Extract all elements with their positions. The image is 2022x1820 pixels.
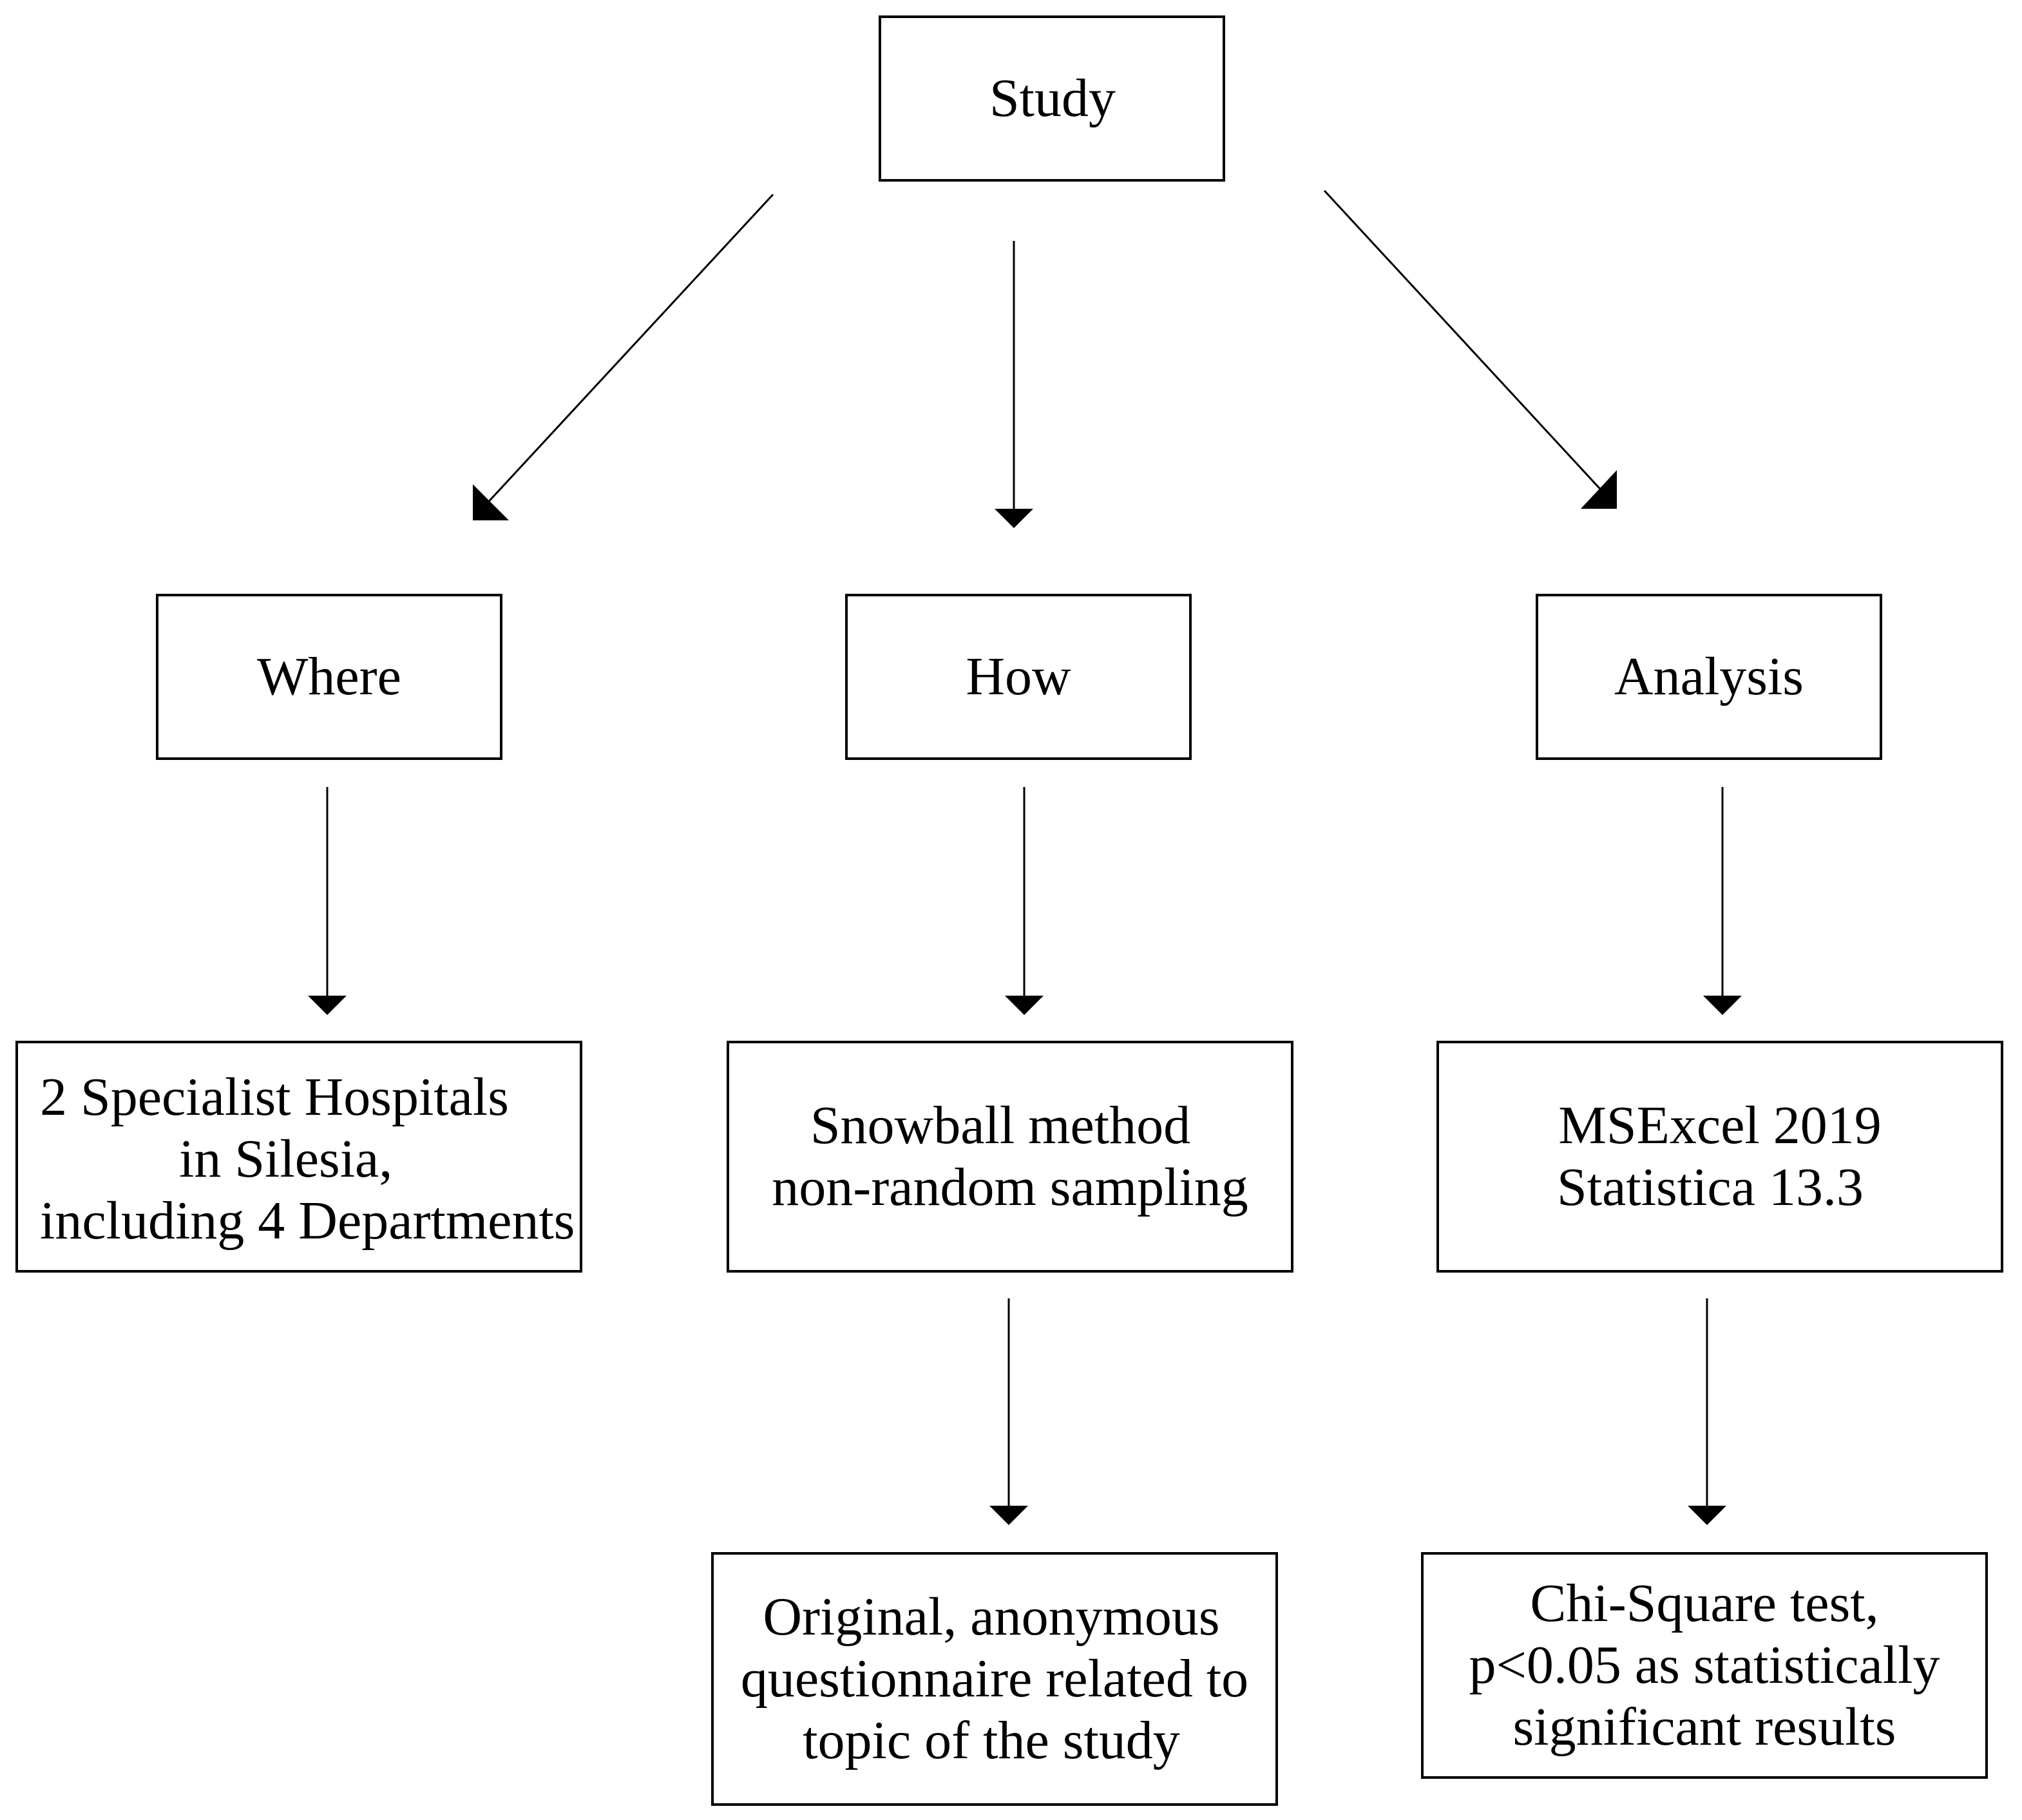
how-sub-detail-line-2: questionnaire related to bbox=[740, 1649, 1249, 1709]
how-label: How bbox=[966, 647, 1071, 706]
arrow-how-to-detail bbox=[1005, 787, 1044, 1015]
analysis-sub-detail-line-2: p<0.05 as statistically bbox=[1469, 1635, 1940, 1695]
arrow-where-to-detail bbox=[308, 787, 347, 1015]
where-detail-node: 2 Specialist Hospitals in Silesia, inclu… bbox=[15, 1041, 582, 1273]
analysis-detail-line-2: Statistica 13.3 bbox=[1557, 1157, 1864, 1217]
how-detail-line-2: non-random sampling bbox=[772, 1157, 1248, 1217]
analysis-detail-line-1: MSExcel 2019 bbox=[1558, 1095, 1882, 1155]
where-detail-line-1: 2 Specialist Hospitals bbox=[40, 1067, 509, 1127]
study-label: Study bbox=[989, 68, 1116, 128]
arrow-how-detail-to-sub bbox=[989, 1298, 1028, 1525]
arrow-analysis-to-detail bbox=[1703, 787, 1742, 1015]
arrow-analysis-detail-to-sub bbox=[1688, 1298, 1726, 1525]
how-detail-node: Snowball method non-random sampling bbox=[727, 1041, 1293, 1273]
how-detail-line-1: Snowball method bbox=[810, 1095, 1191, 1155]
how-sub-detail-node: Original, anonymous questionnaire relate… bbox=[711, 1552, 1278, 1806]
analysis-label: Analysis bbox=[1614, 647, 1804, 706]
analysis-sub-detail-line-3: significant results bbox=[1512, 1697, 1896, 1757]
analysis-sub-detail-line-1: Chi-Square test, bbox=[1530, 1573, 1879, 1633]
where-detail-line-2: in Silesia, bbox=[179, 1129, 393, 1189]
how-node: How bbox=[845, 594, 1192, 760]
how-sub-detail-line-3: topic of the study bbox=[803, 1711, 1180, 1770]
arrow-study-to-where bbox=[473, 193, 774, 520]
how-sub-detail-line-1: Original, anonymous bbox=[763, 1587, 1220, 1647]
analysis-detail-node: MSExcel 2019 Statistica 13.3 bbox=[1436, 1041, 2003, 1273]
analysis-sub-detail-node: Chi-Square test, p<0.05 as statistically… bbox=[1421, 1552, 1988, 1779]
arrow-study-to-analysis bbox=[1323, 189, 1617, 509]
where-node: Where bbox=[156, 594, 502, 760]
study-node: Study bbox=[879, 15, 1225, 182]
where-label: Where bbox=[257, 647, 401, 706]
arrow-study-to-how bbox=[995, 241, 1033, 528]
analysis-node: Analysis bbox=[1536, 594, 1882, 760]
where-detail-line-3: including 4 Departments bbox=[40, 1191, 575, 1251]
